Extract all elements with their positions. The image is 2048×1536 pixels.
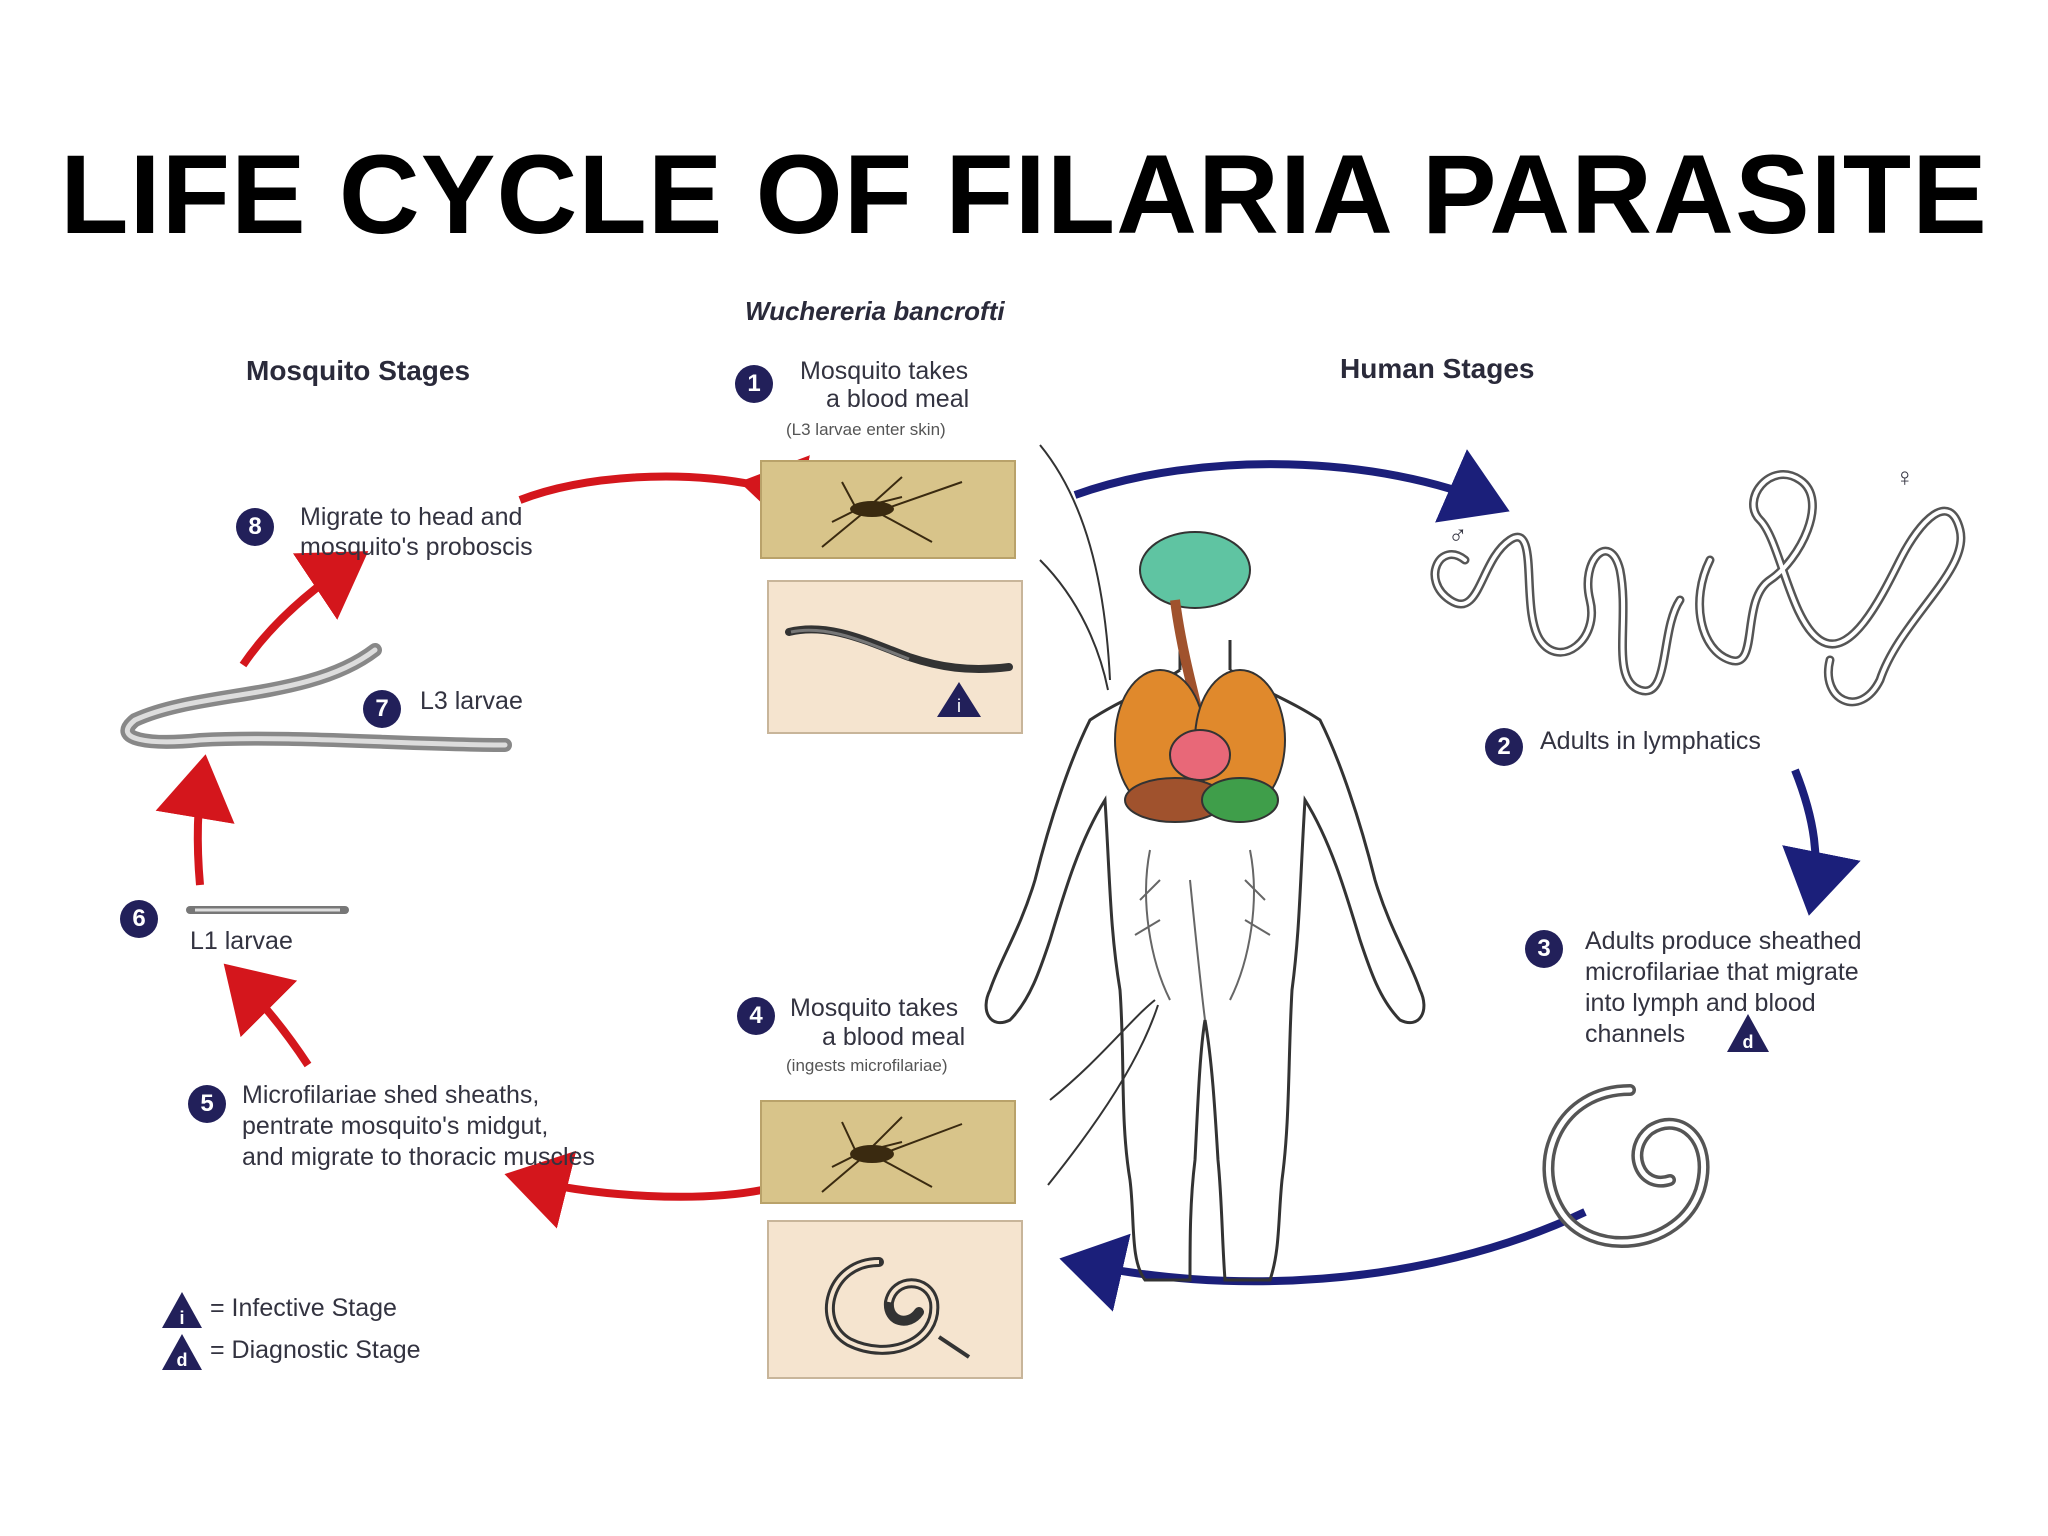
mosquito-stages-heading: Mosquito Stages	[246, 355, 471, 386]
step-3-line-4: channels	[1585, 1020, 1686, 1048]
mosquito-photo-bottom	[760, 1100, 1016, 1204]
page-title: LIFE CYCLE OF FILARIA PARASITE	[60, 132, 1988, 257]
legend-infective-icon: i	[162, 1292, 202, 1328]
microfilaria-inset	[767, 1220, 1023, 1379]
arrow-7-to-8	[239, 551, 369, 668]
step-3-line-3: into lymph and blood	[1585, 989, 1816, 1017]
svg-text:d: d	[1743, 1032, 1754, 1052]
step-2-line-1: Adults in lymphatics	[1540, 727, 1761, 755]
step-7-line-1: L3 larvae	[420, 687, 523, 715]
step-6-line-1: L1 larvae	[190, 927, 293, 955]
lymphatic-vessels	[1134, 849, 1271, 1021]
arrow-3-to-4	[1059, 1208, 1587, 1312]
step-4-note: (ingests microfilariae)	[786, 1056, 948, 1075]
step-5-badge: 5	[188, 1085, 226, 1123]
arrow-1-to-2	[1073, 449, 1510, 523]
brain-organ	[1139, 531, 1251, 609]
step-4-badge: 4	[737, 997, 775, 1035]
human-stages-heading: Human Stages	[1340, 353, 1535, 384]
svg-text:i: i	[179, 1308, 184, 1328]
step-7-badge: 7	[363, 690, 401, 728]
arrow-4-to-5	[504, 1150, 763, 1229]
step-5-line-1: Microfilariae shed sheaths,	[242, 1081, 540, 1109]
step-5-line-3: and migrate to thoracic muscles	[242, 1143, 595, 1171]
arrow-2-to-3	[1782, 768, 1861, 916]
step-6-badge: 6	[120, 900, 158, 938]
svg-text:d: d	[177, 1350, 188, 1370]
arrow-6-to-7	[155, 754, 235, 886]
heart-organ	[1169, 729, 1231, 781]
mosquito-photo-top	[760, 460, 1016, 559]
legend-diagnostic-icon: d	[162, 1334, 202, 1370]
male-symbol: ♂	[1448, 520, 1468, 550]
diagnostic-stage-icon: d	[1727, 1014, 1769, 1052]
arrow-8-to-1	[518, 455, 810, 534]
stomach-organ	[1201, 777, 1279, 823]
step-4-line-2: a blood meal	[822, 1023, 966, 1051]
step-1-note: (L3 larvae enter skin)	[786, 420, 946, 439]
arrow-5-to-6	[223, 963, 312, 1068]
legend-infective-label: = Infective Stage	[210, 1294, 397, 1322]
step-2-badge: 2	[1485, 728, 1523, 766]
female-symbol: ♀	[1895, 462, 1915, 492]
infective-larva-inset: i	[767, 580, 1023, 734]
step-5-line-2: pentrate mosquito's midgut,	[242, 1112, 549, 1140]
species-label: Wuchereria bancrofti	[745, 296, 1005, 326]
adult-worms-figure	[1430, 470, 1966, 707]
legend-diagnostic-label: = Diagnostic Stage	[210, 1336, 421, 1364]
mosquito-icon	[821, 1116, 963, 1193]
step-3-line-1: Adults produce sheathed	[1585, 927, 1862, 955]
step-4-line-1: Mosquito takes	[790, 994, 959, 1022]
step-1-line-1: Mosquito takes	[800, 357, 969, 385]
step-8-line-2: mosquito's proboscis	[300, 533, 533, 561]
infective-stage-icon: i	[937, 682, 981, 717]
step-1-badge: 1	[735, 365, 773, 403]
svg-text:i: i	[957, 696, 961, 716]
mosquito-icon	[821, 476, 963, 548]
step-3-line-2: microfilariae that migrate	[1585, 958, 1859, 986]
step-8-badge: 8	[236, 508, 274, 546]
step-1-line-2: a blood meal	[826, 385, 970, 413]
step-3-badge: 3	[1525, 930, 1563, 968]
step-8-line-1: Migrate to head and	[300, 503, 523, 531]
